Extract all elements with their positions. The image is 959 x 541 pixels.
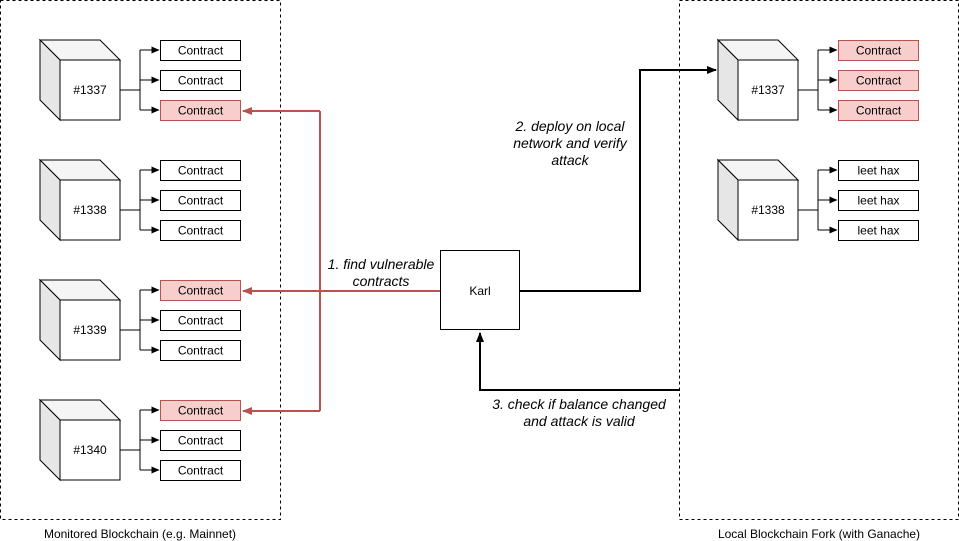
contract-label: Contract <box>856 44 902 58</box>
cube-front-face <box>59 299 121 361</box>
check-step-line1: 3. check if balance changed <box>492 396 667 412</box>
contract-label: Contract <box>178 344 224 358</box>
block-id-label: #1338 <box>751 203 785 217</box>
contract-label: Contract <box>178 104 224 118</box>
cube-front-face <box>737 59 799 121</box>
find-step-line1: 1. find vulnerable <box>328 256 435 272</box>
contract-box <box>160 310 241 331</box>
block-id-label: #1338 <box>73 203 107 217</box>
contract-label: Contract <box>178 44 224 58</box>
contract-box <box>160 460 241 481</box>
local-fork-region <box>679 0 959 520</box>
contract-box <box>160 430 241 451</box>
local-block-1: #1338 leet hax leet hax leet hax <box>716 158 919 242</box>
contract-label: leet hax <box>857 194 899 208</box>
contract-label: Contract <box>178 284 224 298</box>
karl-label: Karl <box>469 284 490 298</box>
contract-box <box>160 190 241 211</box>
check-arrow <box>476 332 680 391</box>
block-id-label: #1339 <box>73 323 107 337</box>
monitored-chain-label: Monitored Blockchain (e.g. Mainnet) <box>44 527 236 541</box>
deploy-step-line3: attack <box>551 152 589 168</box>
contract-box-vulnerable <box>160 400 241 421</box>
cube-front-face <box>737 179 799 241</box>
find-step-line2: contracts <box>353 273 410 289</box>
cube-front-face <box>59 419 121 481</box>
contract-box-vulnerable <box>838 70 919 91</box>
deploy-step-line1: 2. deploy on local <box>515 118 626 134</box>
contract-box <box>160 220 241 241</box>
contract-box <box>160 40 241 61</box>
contract-label: Contract <box>178 224 224 238</box>
deploy-arrow <box>520 66 717 292</box>
contract-label: Contract <box>178 434 224 448</box>
monitored-chain-region <box>0 0 281 520</box>
block-id-label: #1337 <box>73 83 107 97</box>
monitored-blocks: #1337ContractContractContract#1338Contra… <box>38 38 241 482</box>
contract-box-vulnerable <box>160 100 241 121</box>
contract-box <box>838 220 919 241</box>
cube-front-face <box>59 59 121 121</box>
contract-box-vulnerable <box>838 40 919 61</box>
block-id-label: #1337 <box>751 83 785 97</box>
contract-label: leet hax <box>857 224 899 238</box>
contract-box-vulnerable <box>160 280 241 301</box>
contract-box <box>838 190 919 211</box>
contract-label: Contract <box>178 194 224 208</box>
local-fork-label: Local Blockchain Fork (with Ganache) <box>718 527 920 541</box>
contract-label: Contract <box>178 404 224 418</box>
contract-label: Contract <box>178 314 224 328</box>
contract-box <box>160 70 241 91</box>
check-step-line2: and attack is valid <box>523 413 635 429</box>
find-vulnerable-arrows <box>242 107 440 415</box>
contract-label: Contract <box>856 74 902 88</box>
cube-front-face <box>59 179 121 241</box>
contract-box <box>160 340 241 361</box>
contract-box <box>160 160 241 181</box>
contract-box-vulnerable <box>838 100 919 121</box>
contract-label: Contract <box>178 164 224 178</box>
contract-label: Contract <box>178 464 224 478</box>
karl-box <box>440 250 520 330</box>
contract-label: Contract <box>856 104 902 118</box>
contract-label: leet hax <box>857 164 899 178</box>
block-id-label: #1340 <box>73 443 107 457</box>
contract-box <box>838 160 919 181</box>
deploy-step-line2: network and verify <box>513 135 628 151</box>
contract-label: Contract <box>178 74 224 88</box>
